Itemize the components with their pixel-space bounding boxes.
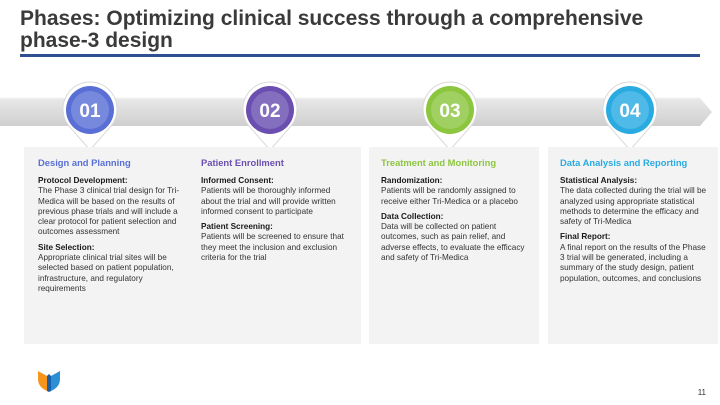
phase-card-02 — [191, 147, 361, 344]
page-title: Phases: Optimizing clinical success thro… — [20, 7, 644, 52]
block-label: Final Report: — [560, 232, 611, 242]
phase-heading-04: Data Analysis and Reporting — [560, 157, 688, 168]
title-divider — [20, 54, 700, 57]
page-number: 11 — [697, 388, 706, 397]
phase-marker-04: 04 — [602, 81, 658, 151]
phase-heading-02: Patient Enrollment — [201, 157, 284, 168]
block-text: Data will be collected on patient outcom… — [381, 222, 525, 263]
phase-marker-02: 02 — [242, 81, 298, 151]
block-text: A final report on the results of the Pha… — [560, 242, 706, 283]
block-text: Patients will be randomly assigned to re… — [381, 186, 518, 206]
phase-body-01: Protocol Development:The Phase 3 clinica… — [38, 176, 188, 299]
phase-number-03: 03 — [439, 101, 460, 122]
phase-body-04: Statistical Analysis:The data collected … — [560, 176, 710, 289]
block-label: Protocol Development: — [38, 176, 128, 185]
block-label: Statistical Analysis: — [560, 176, 638, 185]
block-text: Patients will be screened to ensure that… — [201, 232, 344, 263]
phase-body-03: Randomization:Patients will be randomly … — [381, 176, 531, 268]
block-text: The Phase 3 clinical trial design for Tr… — [38, 186, 180, 237]
phase-heading-03: Treatment and Monitoring — [381, 157, 497, 168]
phase-number-02: 02 — [259, 101, 280, 122]
phase-number-04: 04 — [619, 101, 641, 122]
phase-card-04 — [548, 147, 718, 344]
block-text: The data collected during the trial will… — [560, 186, 707, 227]
company-logo — [38, 371, 60, 392]
phase-card-01 — [24, 147, 194, 344]
block-text: Appropriate clinical trial sites will be… — [38, 253, 174, 293]
phase-number-01: 01 — [79, 101, 101, 122]
phase-body-02: Informed Consent:Patients will be thorou… — [201, 176, 351, 268]
phase-heading-01: Design and Planning — [38, 157, 131, 168]
phase-marker-01: 01 — [62, 81, 118, 151]
block-label: Informed Consent: — [201, 176, 274, 185]
block-label: Site Selection: — [38, 242, 95, 252]
phase-card-03 — [369, 147, 539, 344]
block-text: Patients will be thoroughly informed abo… — [201, 186, 336, 216]
block-label: Patient Screening: — [201, 222, 273, 232]
block-label: Randomization: — [381, 176, 443, 185]
phase-marker-03: 03 — [422, 81, 478, 151]
timeline-band — [0, 97, 712, 126]
block-label: Data Collection: — [381, 211, 444, 221]
